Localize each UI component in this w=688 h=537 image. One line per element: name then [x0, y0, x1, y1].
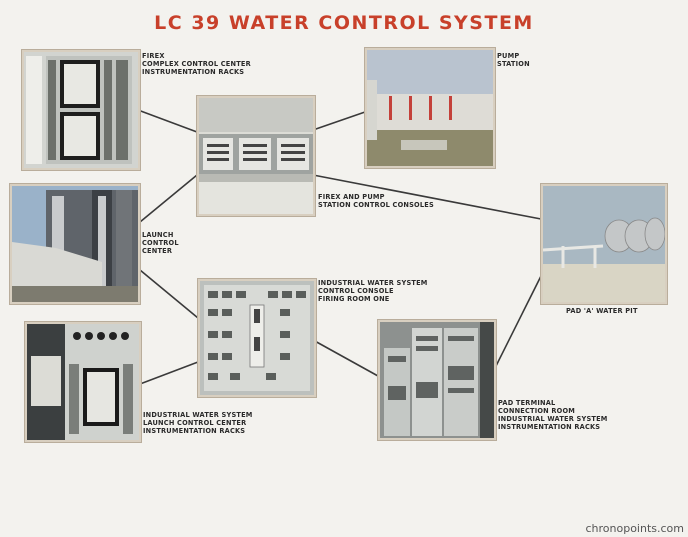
firex-racks-image	[24, 52, 138, 168]
watermark: chronopoints.com	[585, 522, 684, 535]
connector-console-to-pad-terminal	[312, 339, 379, 377]
photo-launch-control-center	[10, 184, 140, 304]
label-pump-station: PUMP STATION	[497, 52, 530, 68]
connector-firex-racks-to-consoles	[137, 109, 198, 133]
label-pad-terminal: PAD TERMINAL CONNECTION ROOM INDUSTRIAL …	[498, 399, 608, 431]
connector-iws-racks-to-console	[139, 361, 199, 385]
photo-firex-racks	[22, 50, 140, 170]
photo-iws-console	[198, 279, 316, 397]
connector-consoles-to-water-pit	[312, 174, 542, 220]
pad-water-pit-image	[543, 186, 665, 302]
pump-station-image	[367, 50, 493, 166]
photo-pad-water-pit	[541, 184, 667, 304]
label-firex-consoles: FIREX AND PUMP STATION CONTROL CONSOLES	[318, 193, 434, 209]
label-pad-water-pit: PAD 'A' WATER PIT	[566, 307, 638, 315]
iws-lcc-racks-image	[27, 324, 139, 440]
iws-console-image	[200, 281, 314, 395]
label-launch-control-center: LAUNCH CONTROL CENTER	[142, 231, 179, 255]
label-iws-lcc-racks: INDUSTRIAL WATER SYSTEM LAUNCH CONTROL C…	[143, 411, 253, 435]
page-title: LC 39 WATER CONTROL SYSTEM	[154, 12, 534, 34]
connector-lcc-to-iws-console	[139, 269, 199, 319]
connector-consoles-to-pump	[312, 111, 366, 131]
photo-pump-station	[365, 48, 495, 168]
photo-pad-terminal	[378, 320, 496, 440]
label-iws-console: INDUSTRIAL WATER SYSTEM CONTROL CONSOLE …	[318, 279, 428, 303]
connector-pad-terminal-to-water-pit	[492, 275, 542, 373]
photo-firex-consoles	[197, 96, 315, 216]
pad-terminal-image	[380, 322, 494, 438]
launch-control-center-image	[12, 186, 138, 302]
photo-iws-lcc-racks	[25, 322, 141, 442]
firex-consoles-image	[199, 98, 313, 214]
connector-lcc-to-consoles	[139, 174, 198, 223]
label-firex-racks: FIREX COMPLEX CONTROL CENTER INSTRUMENTA…	[142, 52, 251, 76]
